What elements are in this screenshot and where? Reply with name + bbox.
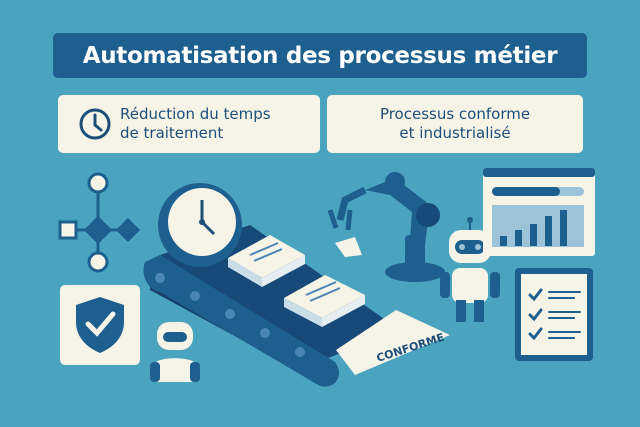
robot-small xyxy=(150,322,200,382)
dashboard-panel xyxy=(483,168,595,256)
check-icon xyxy=(85,311,116,337)
page-title: Automatisation des processus métier xyxy=(53,33,587,78)
bar-chart-icon xyxy=(500,210,567,246)
benefit-text: Réduction du temps de traitement xyxy=(120,105,271,142)
benefit-text: Processus conforme et industrialisé xyxy=(379,105,531,142)
robot-standing xyxy=(440,217,500,322)
flowchart-icon xyxy=(58,172,141,273)
shield-card xyxy=(60,285,140,365)
robot-arm xyxy=(327,172,445,282)
shield-icon xyxy=(76,297,124,353)
benefit-card-compliance: Processus conforme et industrialisé xyxy=(327,95,583,153)
wall-clock xyxy=(158,183,242,267)
benefit-card-time: Réduction du temps de traitement xyxy=(58,95,320,153)
checklist-panel xyxy=(515,268,593,361)
document-stack xyxy=(228,235,365,327)
clock-icon xyxy=(79,108,111,140)
